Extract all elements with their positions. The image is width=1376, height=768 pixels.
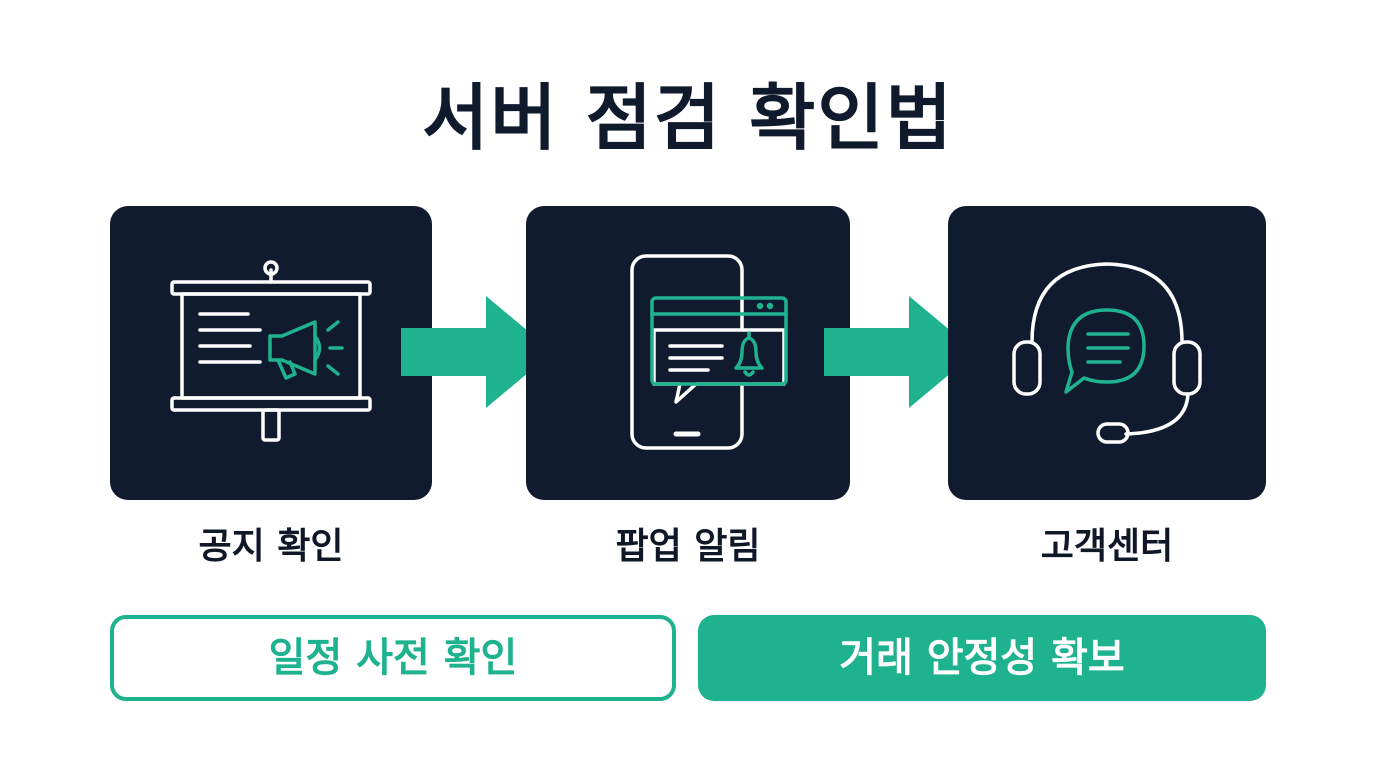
- step-label-popup: 팝업 알림: [615, 526, 761, 567]
- page-title: 서버 점검 확인법: [422, 76, 954, 160]
- step-label-notice: 공지 확인: [198, 526, 344, 567]
- step-card-popup: [526, 206, 850, 500]
- step-card-support: [948, 206, 1266, 500]
- arrow-right-icon: [824, 296, 976, 408]
- step-card-notice: [110, 206, 432, 500]
- arrow-right-icon: [401, 296, 553, 408]
- benefit-trade-stability: 거래 안정성 확보: [698, 615, 1266, 701]
- presentation-megaphone-icon: [170, 260, 372, 442]
- benefit-schedule-check: 일정 사전 확인: [110, 615, 676, 701]
- step-label-support: 고객센터: [1040, 526, 1174, 567]
- headset-chat-icon: [1012, 262, 1202, 444]
- smartphone-notification-icon: [630, 254, 788, 450]
